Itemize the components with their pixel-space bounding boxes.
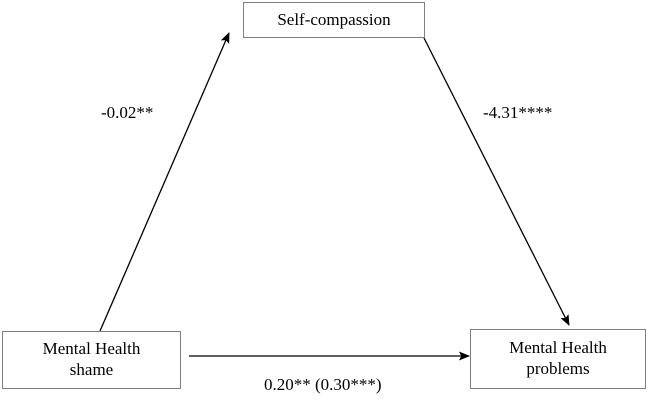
node-mental-health-problems: Mental Health problems bbox=[470, 329, 646, 389]
node-self-compassion-label: Self-compassion bbox=[277, 9, 391, 29]
b-path-coefficient-label: -4.31**** bbox=[483, 103, 553, 122]
node-self-compassion: Self-compassion bbox=[243, 2, 425, 38]
c-path-coefficient-label: 0.20** (0.30***) bbox=[264, 375, 382, 394]
node-mental-health-shame-label: Mental Health shame bbox=[42, 339, 141, 379]
node-mental-health-problems-label: Mental Health problems bbox=[509, 338, 607, 378]
a-path-coefficient-label: -0.02** bbox=[101, 103, 154, 122]
node-mental-health-shame: Mental Health shame bbox=[2, 331, 181, 389]
b-path-line bbox=[423, 37, 570, 326]
a-path-line bbox=[99, 32, 230, 332]
